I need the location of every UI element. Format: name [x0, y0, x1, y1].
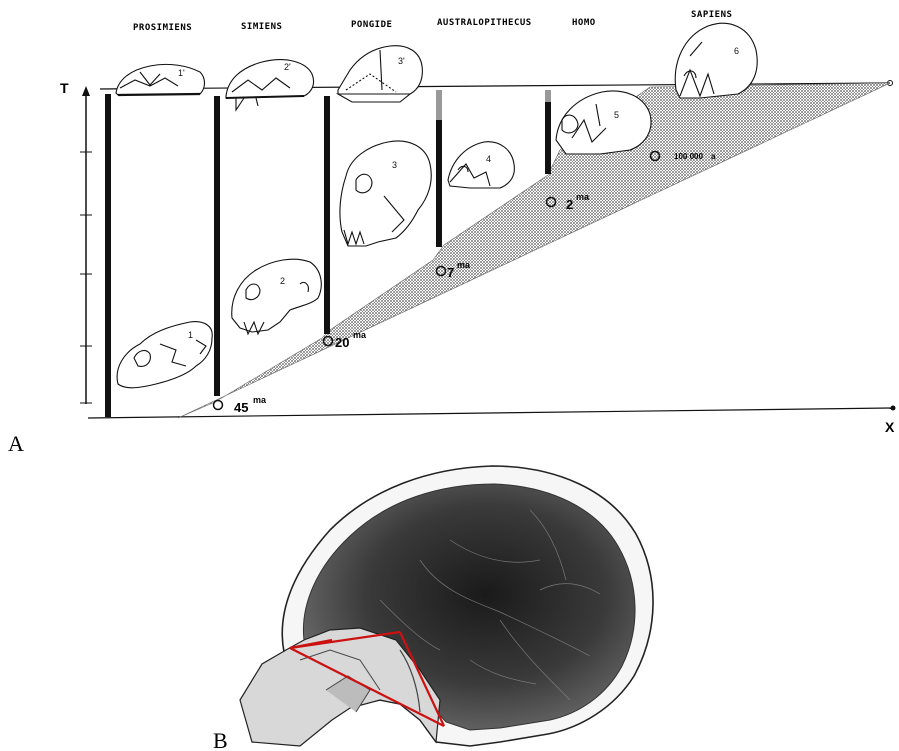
era-2-value: 2 — [566, 197, 573, 212]
group-label-homo: HOMO — [572, 18, 596, 28]
era-7-unit: ma — [457, 260, 471, 270]
top-skull-number-2: 2' — [284, 62, 291, 72]
panel-b-skull-illustration: B — [213, 466, 653, 751]
side-skull-2: 2 — [232, 259, 322, 334]
panel-label-b: B — [213, 728, 228, 751]
top-skull-2: 2' — [226, 60, 314, 110]
era-20-unit: ma — [353, 330, 367, 340]
era-7-value: 7 — [447, 265, 454, 280]
side-skull-number-1: 1 — [188, 330, 193, 340]
x-axis: X — [88, 406, 896, 436]
side-skull-number-6: 6 — [734, 46, 739, 56]
era-100000-unit: a — [711, 152, 716, 161]
group-label-prosimiens: PROSIMIENS — [133, 23, 192, 33]
era-45-unit: ma — [253, 395, 267, 405]
era-2-unit: ma — [576, 192, 590, 202]
lineage-bar-simiens — [214, 96, 220, 396]
era-20-value: 20 — [335, 335, 349, 350]
panel-label-a: A — [8, 431, 24, 456]
top-skull-1: 1' — [116, 64, 205, 95]
side-skull-number-4: 4 — [486, 154, 491, 164]
panel-a-evolution-diagram: PROSIMIENS SIMIENS PONGIDE AUSTRALOPITHE… — [8, 10, 896, 456]
axis-label-t: T — [60, 80, 69, 96]
top-skull-number-3: 3' — [398, 56, 405, 66]
side-skull-1: 1 — [117, 322, 212, 388]
top-skull-number-1: 1' — [178, 68, 185, 78]
lineage-bar-pongide — [324, 96, 330, 334]
era-45-value: 45 — [234, 400, 248, 415]
side-skull-number-2: 2 — [280, 276, 285, 286]
hominid-emergence-wedge — [178, 83, 890, 418]
group-label-pongide: PONGIDE — [351, 20, 392, 30]
lineage-bar-prosimiens — [105, 94, 111, 417]
group-label-sapiens: SAPIENS — [691, 10, 732, 20]
side-skull-number-5: 5 — [614, 110, 619, 120]
side-skull-4: 4 — [448, 142, 514, 188]
era-100000-value: 100 000 — [674, 152, 703, 161]
side-skull-3: 3 — [340, 141, 431, 246]
side-skull-6: 6 — [675, 23, 757, 98]
lineage-bar-homo — [545, 102, 551, 174]
lineage-bar-australopithecus — [436, 120, 442, 247]
side-skull-5: 5 — [556, 91, 651, 154]
group-label-simiens: SIMIENS — [241, 22, 282, 32]
lineage-bar-homo-top — [545, 90, 551, 102]
top-skull-3: 3' — [338, 46, 422, 102]
side-skull-number-3: 3 — [392, 160, 397, 170]
time-axis: T — [60, 80, 92, 404]
axis-label-x: X — [885, 419, 895, 435]
group-label-australopithecus: AUSTRALOPITHECUS — [437, 18, 532, 28]
lineage-bar-australopithecus-top — [436, 90, 442, 120]
